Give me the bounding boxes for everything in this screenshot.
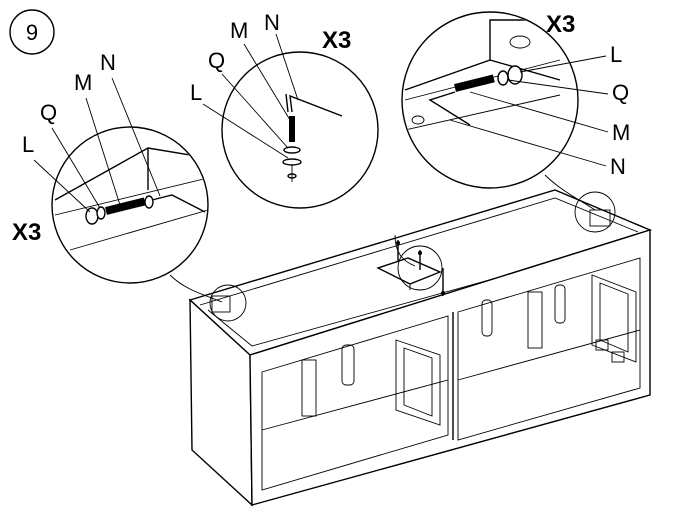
step-badge: 9 [9, 9, 55, 55]
callout-right-quantity: X3 [546, 11, 575, 38]
cabinet [188, 189, 653, 507]
callout-left-label-m: M [74, 70, 92, 95]
step-number: 9 [26, 20, 38, 45]
callout-right: X3 L Q M N [401, 11, 630, 189]
callout-middle-label-q: Q [208, 48, 225, 73]
callout-left-quantity: X3 [12, 219, 41, 246]
callout-left-label-n: N [100, 50, 116, 75]
callout-left-label-q: Q [40, 100, 57, 125]
callout-right-label-q: Q [612, 80, 629, 105]
callout-left-label-l: L [22, 132, 34, 157]
callout-middle-label-n: N [264, 10, 280, 35]
callout-left: X3 L Q M N [12, 50, 209, 284]
callout-middle-label-l: L [190, 80, 202, 105]
callout-middle: X3 L Q M N [190, 10, 379, 209]
callout-leaders [169, 174, 616, 322]
callout-right-label-l: L [610, 42, 622, 67]
callout-middle-label-m: M [230, 18, 248, 43]
callout-right-label-m: M [612, 120, 630, 145]
callout-right-label-n: N [610, 154, 626, 179]
callout-middle-quantity: X3 [322, 27, 351, 54]
